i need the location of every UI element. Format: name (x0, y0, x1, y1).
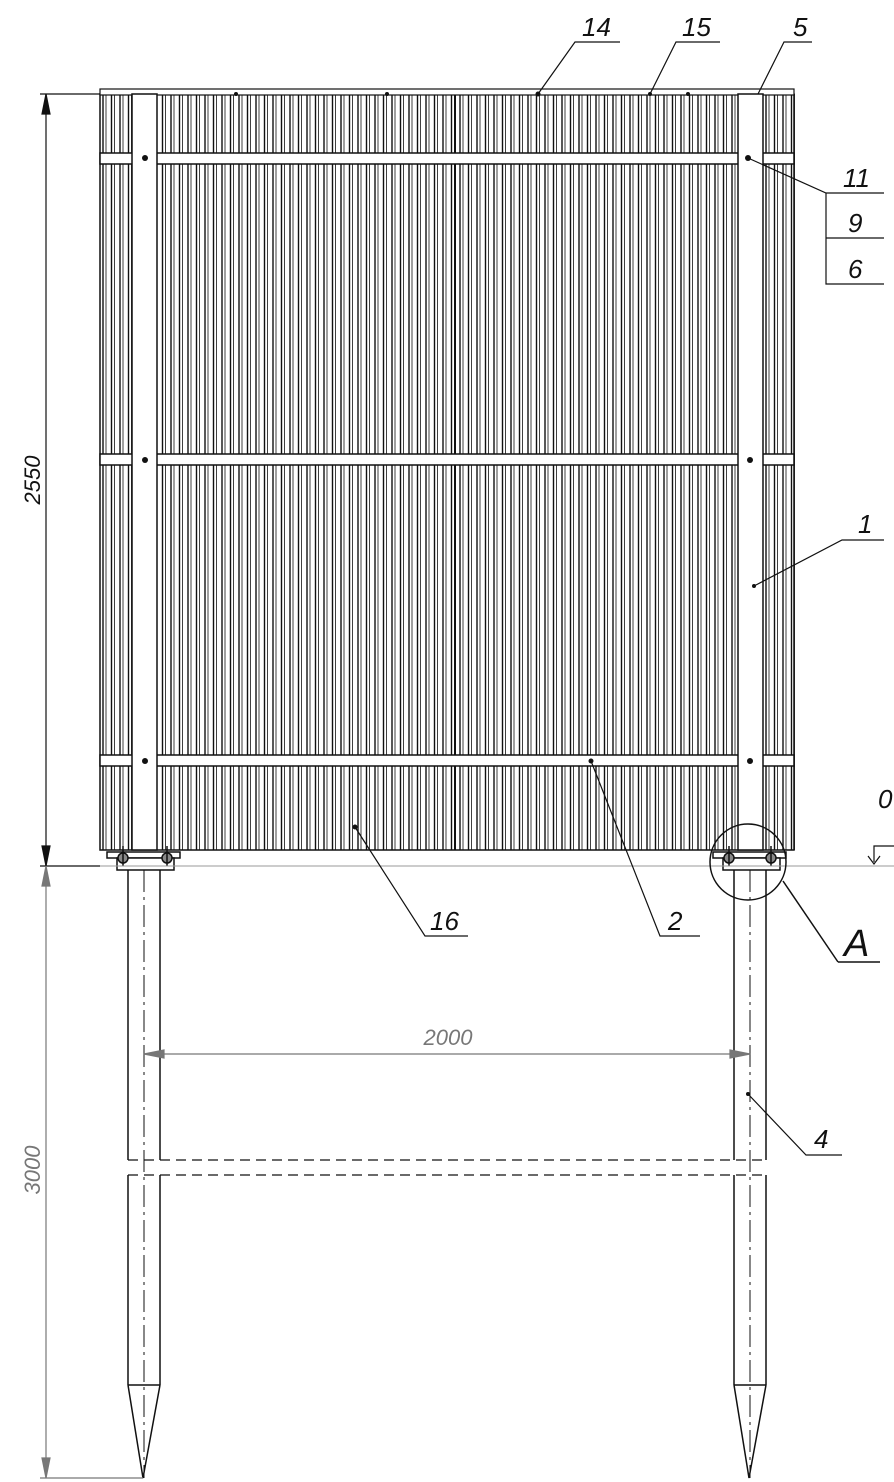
detail-a-label: A (842, 923, 869, 965)
callout-6: 6 (848, 254, 863, 284)
callout-5: 5 (793, 12, 808, 42)
dimension-spacing-label: 2000 (423, 1025, 474, 1050)
top-cap (99, 88, 795, 97)
callout-14: 14 (582, 12, 611, 42)
right-base-bracket (712, 846, 787, 871)
callout-9: 9 (848, 208, 862, 238)
callout-leaders (354, 41, 884, 1156)
post-centerlines (143, 870, 751, 1478)
callout-1: 1 (858, 509, 872, 539)
detail-a-marker: A (709, 823, 880, 965)
dimension-depth-label: 3000 (20, 1145, 45, 1195)
dimension-spacing (143, 1049, 751, 1059)
callout-15: 15 (682, 12, 711, 42)
underground-posts (127, 870, 767, 1479)
posts (131, 93, 764, 851)
callout-2: 2 (667, 906, 683, 936)
level-mark-label: 0 (878, 784, 893, 814)
left-base-bracket (106, 846, 181, 871)
callout-11: 11 (843, 163, 870, 193)
horizontal-rails (99, 152, 795, 767)
dimension-height (40, 93, 100, 867)
callout-labels: 14 15 5 11 9 6 1 16 2 4 (430, 12, 872, 1154)
corrugated-sheet (99, 93, 795, 851)
dimension-depth (40, 865, 143, 1479)
level-mark: 0 (867, 784, 894, 865)
callout-4: 4 (814, 1124, 828, 1154)
callout-16: 16 (430, 906, 459, 936)
dimension-height-label: 2550 (20, 455, 45, 506)
break-lines (128, 1159, 766, 1176)
